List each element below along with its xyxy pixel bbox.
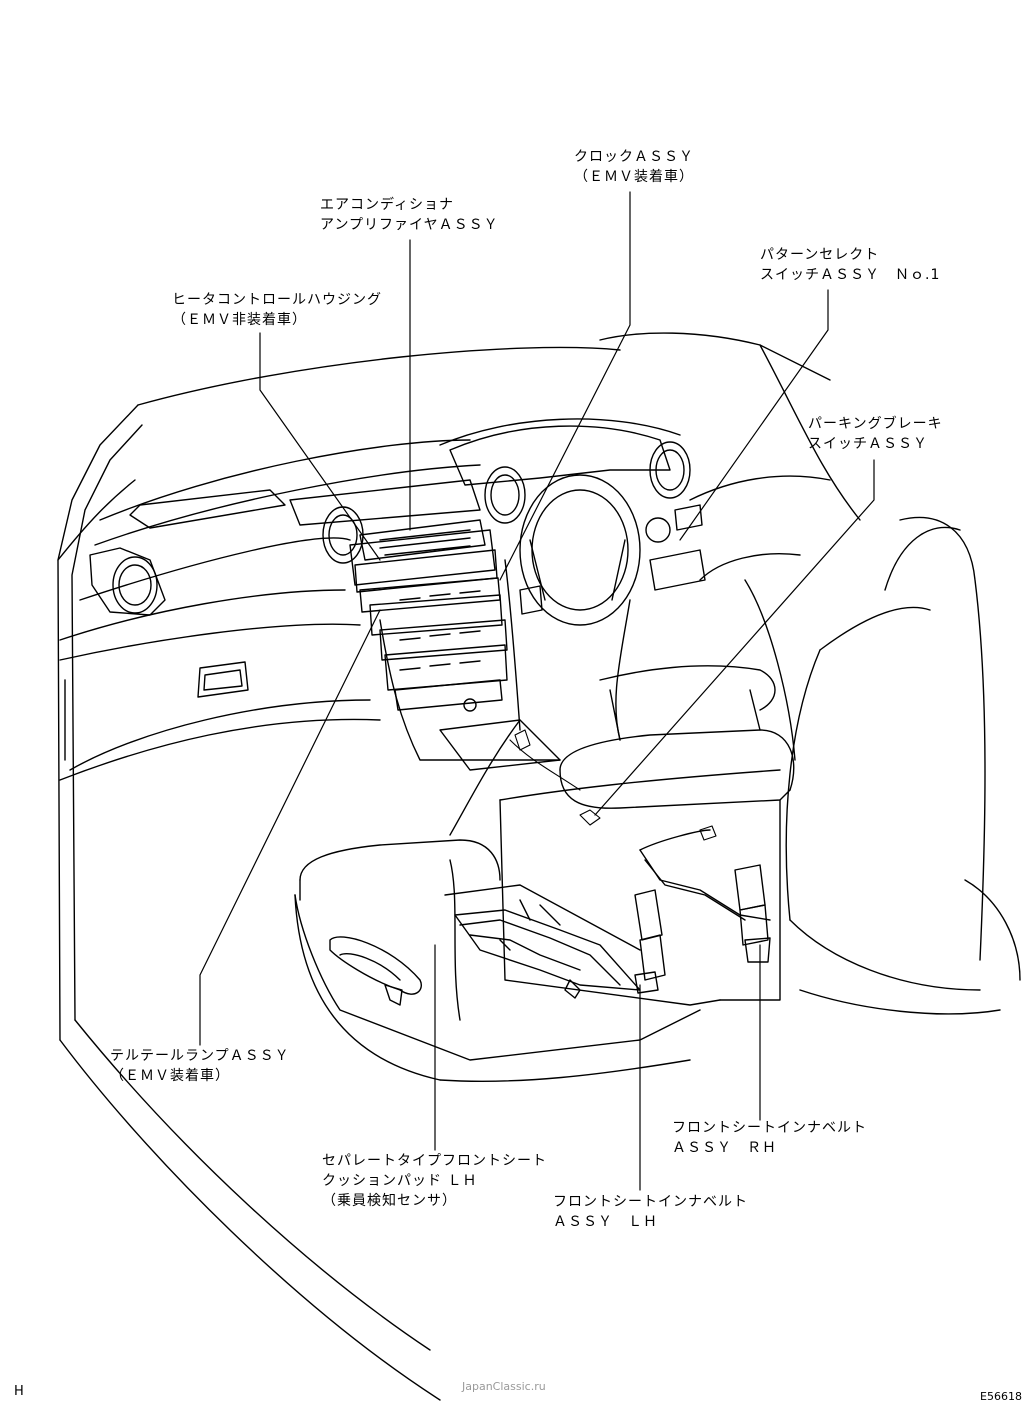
- seat-belt-buckles: [634, 829, 771, 994]
- instrument-cluster: [439, 418, 706, 626]
- corner-letter: H: [14, 1384, 24, 1399]
- left-air-vent: [89, 547, 166, 616]
- leader-lines: [199, 191, 875, 1191]
- heater-control-housing-line1: ヒータコントロールハウジング: [172, 292, 382, 308]
- a-pillar: [57, 404, 441, 1401]
- inner-belt-lh-label: フロントシートインナベルト ＡＳＳＹ ＬＨ: [553, 1192, 748, 1232]
- pattern-select-switch-label: パターンセレクト スイッチＡＳＳＹ Ｎｏ.1: [760, 245, 940, 285]
- aircon-amplifier-line1: エアコンディショナ: [320, 197, 455, 213]
- right-seat: [785, 516, 1021, 1015]
- parking-brake-switch-line2: スイッチＡＳＳＹ: [808, 436, 928, 452]
- clock-assy-line2: （ＥＭＶ装着車）: [574, 169, 694, 185]
- aircon-amplifier-line2: アンプリファイヤＡＳＳＹ: [320, 217, 499, 233]
- heater-control-housing-label: ヒータコントロールハウジング （ＥＭＶ非装着車）: [172, 290, 382, 330]
- center-console-box: [499, 599, 795, 1006]
- center-stack: [289, 466, 561, 771]
- occupant-sensor-mat: [444, 884, 641, 999]
- seat-cushion-pad-line3: （乗員検知センサ）: [322, 1193, 457, 1209]
- right-door: [689, 475, 831, 761]
- wiring-harness: [509, 729, 717, 841]
- pattern-select-switch-line2: スイッチＡＳＳＹ Ｎｏ.1: [760, 267, 941, 283]
- tail-lamp-label: テルテールランプＡＳＳＹ （ＥＭＶ装着車）: [110, 1046, 290, 1086]
- inner-belt-lh-line1: フロントシートインナベルト: [553, 1194, 748, 1210]
- inner-belt-rh-label: フロントシートインナベルト ＡＳＳＹ ＲＨ: [672, 1118, 867, 1158]
- clock-assy-line1: クロックＡＳＳＹ: [574, 149, 694, 165]
- clock-assy-label: クロックＡＳＳＹ （ＥＭＶ装着車）: [574, 147, 694, 187]
- heater-control-housing-line2: （ＥＭＶ非装着車）: [172, 312, 307, 328]
- aircon-amplifier-label: エアコンディショナ アンプリファイヤＡＳＳＹ: [320, 195, 499, 235]
- parking-brake-switch-label: パーキングブレーキ スイッチＡＳＳＹ: [808, 414, 943, 454]
- seat-cushion-pad-line1: セパレートタイプフロントシート: [322, 1153, 547, 1169]
- tail-lamp-line1: テルテールランプＡＳＳＹ: [110, 1048, 290, 1064]
- tail-lamp-line2: （ＥＭＶ装着車）: [110, 1068, 230, 1084]
- figure-number: E56618: [980, 1390, 1022, 1403]
- inner-belt-rh-line2: ＡＳＳＹ ＲＨ: [672, 1140, 777, 1156]
- seat-cushion-pad-line2: クッションパッド ＬＨ: [322, 1173, 478, 1189]
- parking-brake-switch-line1: パーキングブレーキ: [808, 416, 943, 432]
- pattern-select-switch-line1: パターンセレクト: [760, 247, 880, 263]
- watermark: JapanClassic.ru: [462, 1380, 546, 1393]
- inner-belt-lh-line2: ＡＳＳＹ ＬＨ: [553, 1214, 658, 1230]
- seat-cushion-pad-label: セパレートタイプフロントシート クッションパッド ＬＨ （乗員検知センサ）: [322, 1151, 547, 1211]
- inner-belt-rh-line1: フロントシートインナベルト: [672, 1120, 867, 1136]
- windshield-frame: [137, 332, 861, 521]
- left-seat-cushion: [294, 719, 701, 1082]
- dashboard: [59, 439, 481, 781]
